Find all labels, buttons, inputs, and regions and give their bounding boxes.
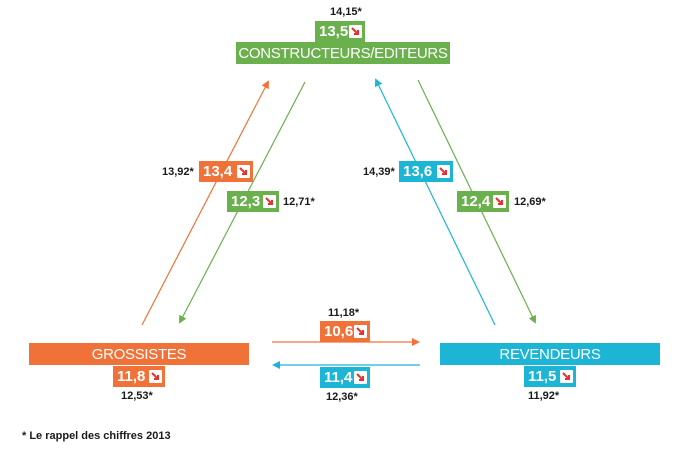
revendeurs-reference: 11,92* bbox=[528, 390, 560, 402]
flow-constructeurs-revendeurs-reference: 12,69* bbox=[514, 196, 546, 208]
flow-constructeurs-grossistes-reference: 12,71* bbox=[283, 196, 315, 208]
grossistes-value: 11,8 bbox=[113, 366, 165, 387]
flow-grossistes-constructeurs-reference: 13,92* bbox=[162, 166, 194, 178]
flow-revendeurs-constructeurs-value: 13,6 bbox=[399, 161, 453, 182]
down-right-arrow-icon bbox=[149, 370, 162, 383]
down-right-arrow-icon bbox=[354, 371, 367, 384]
down-right-arrow-icon bbox=[493, 195, 506, 208]
arrow-grossistes-to-constructeurs bbox=[141, 80, 269, 326]
flow-revendeurs-grossistes-reference: 12,36* bbox=[326, 391, 358, 403]
node-constructeurs-editeurs: CONSTRUCTEURS/EDITEURS bbox=[236, 42, 450, 64]
grossistes-reference: 12,53* bbox=[121, 390, 153, 402]
flow-constructeurs-grossistes-value: 12,3 bbox=[227, 191, 279, 212]
constructeurs-reference: 14,15* bbox=[330, 6, 362, 18]
down-right-arrow-icon bbox=[349, 25, 362, 38]
flow-revendeurs-constructeurs-reference: 14,39* bbox=[363, 166, 395, 178]
node-grossistes: GROSSISTES bbox=[29, 343, 249, 365]
constructeurs-value: 13,5 bbox=[315, 21, 365, 42]
flow-revendeurs-grossistes-value: 11,4 bbox=[320, 367, 370, 388]
flow-grossistes-revendeurs-value: 10,6 bbox=[320, 321, 370, 342]
down-right-arrow-icon bbox=[560, 370, 573, 383]
down-right-arrow-icon bbox=[354, 325, 367, 338]
revendeurs-value: 11,5 bbox=[524, 366, 576, 387]
node-revendeurs: REVENDEURS bbox=[440, 343, 660, 365]
down-right-arrow-icon bbox=[237, 165, 250, 178]
flow-grossistes-constructeurs-value: 13,4 bbox=[199, 161, 253, 182]
down-right-arrow-icon bbox=[263, 195, 276, 208]
footnote: * Le rappel des chiffres 2013 bbox=[22, 430, 171, 442]
down-right-arrow-icon bbox=[437, 165, 450, 178]
flow-grossistes-revendeurs-reference: 11,18* bbox=[328, 307, 360, 319]
flow-constructeurs-revendeurs-value: 12,4 bbox=[457, 191, 509, 212]
arrow-revendeurs-to-constructeurs bbox=[375, 78, 496, 326]
